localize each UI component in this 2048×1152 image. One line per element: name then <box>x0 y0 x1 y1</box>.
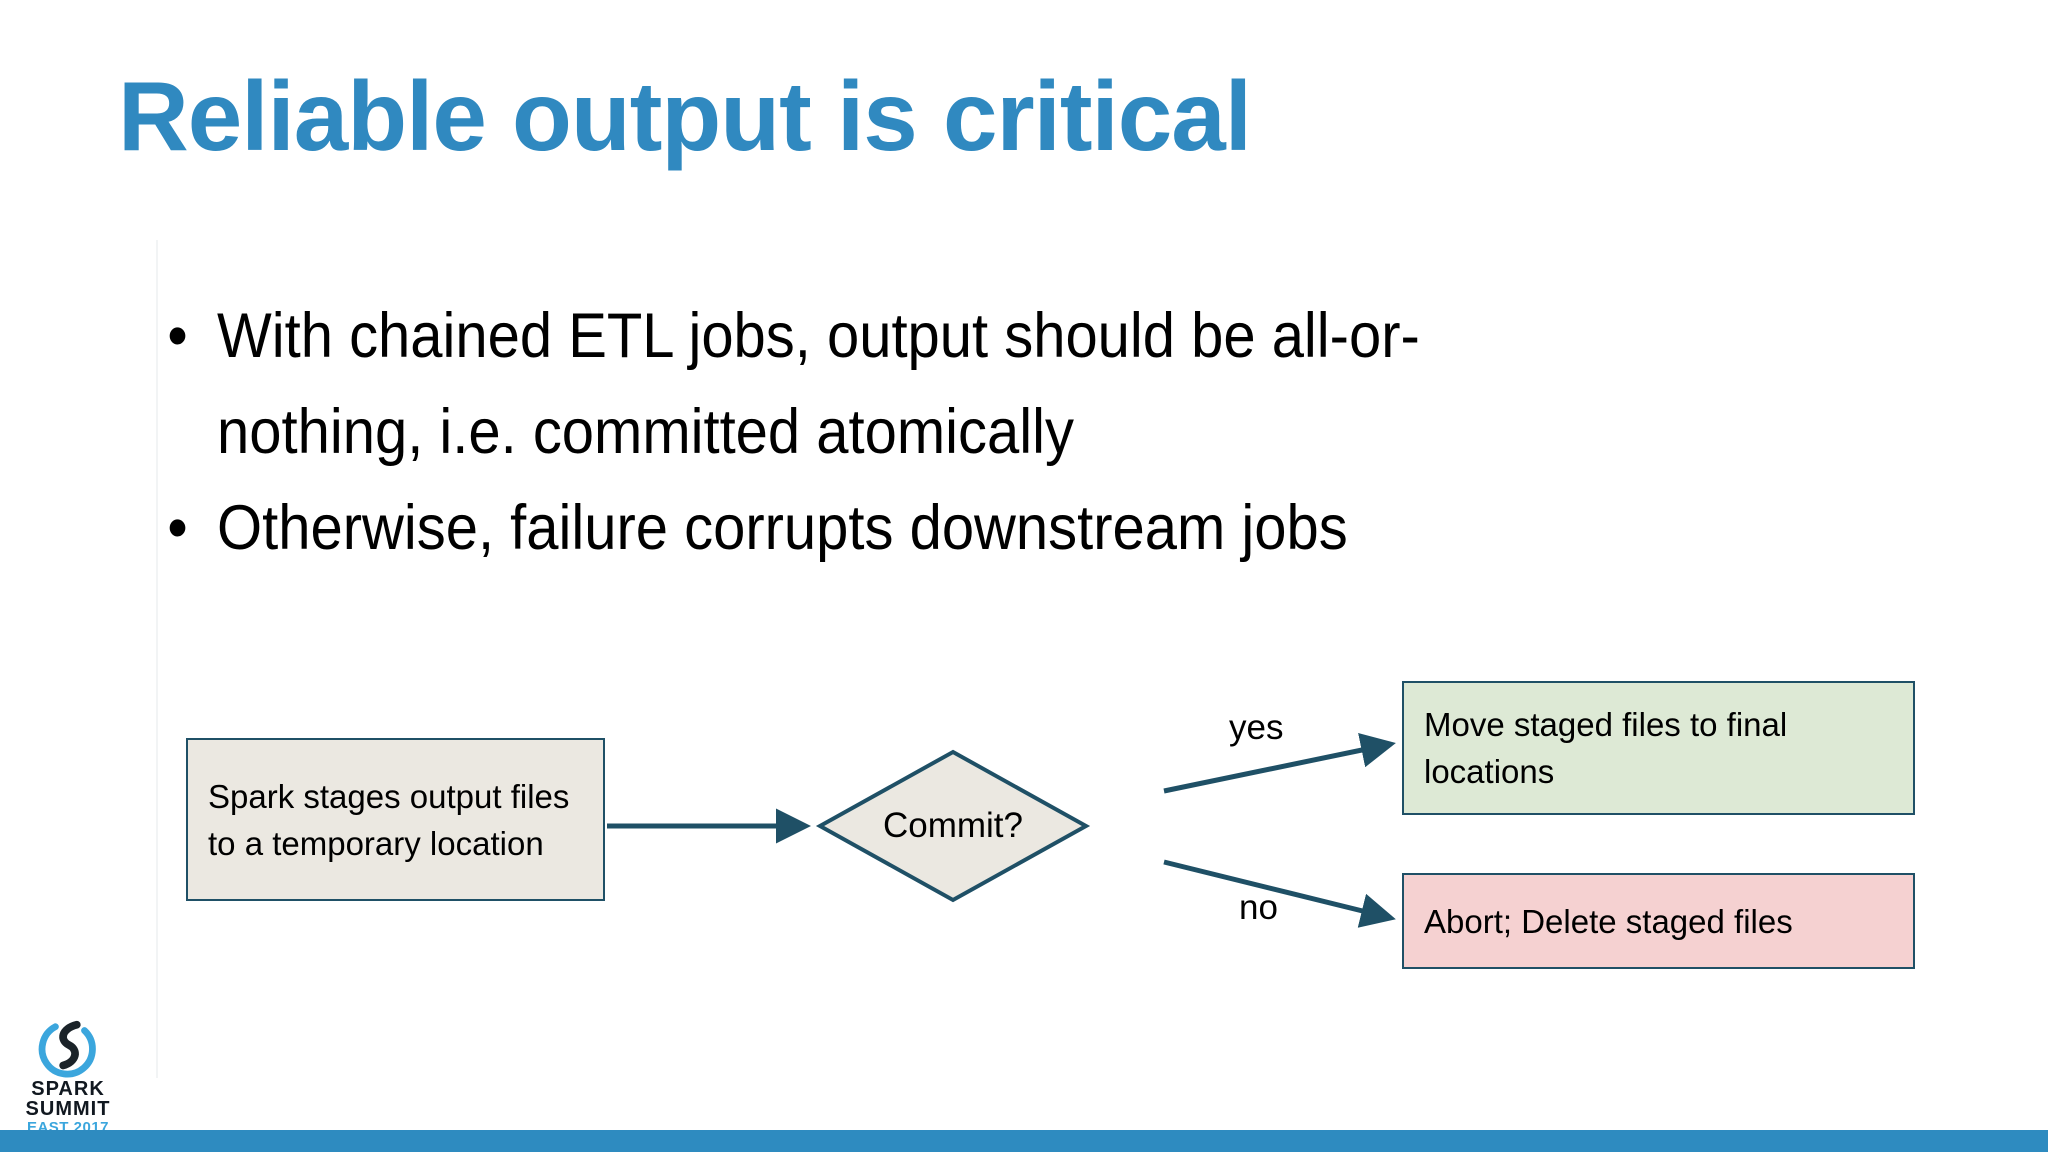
flow-node-commit-decision[interactable]: Commit? <box>815 749 1091 903</box>
flow-node-label: Commit? <box>882 806 1024 845</box>
edge-commit-to-abort <box>1163 859 1396 928</box>
flow-node-abort[interactable]: Abort; Delete staged files <box>1402 873 1915 969</box>
spark-summit-logo: SPARK SUMMIT EAST 2017 <box>16 1017 120 1136</box>
bullet-line: Otherwise, failure corrupts downstream j… <box>217 493 1348 563</box>
list-item: • With chained ETL jobs, output should b… <box>160 288 1816 480</box>
bullet-line: With chained ETL jobs, output should be … <box>217 301 1420 371</box>
list-item: • Otherwise, failure corrupts downstream… <box>160 480 1816 576</box>
bullet-text: Otherwise, failure corrupts downstream j… <box>217 480 1816 576</box>
flow-node-label: Abort; Delete staged files <box>1424 902 1793 940</box>
diamond-shape <box>815 749 1091 903</box>
edge-label-yes: yes <box>1229 708 1284 747</box>
content-area-guide <box>156 240 158 1078</box>
edge-label-no: no <box>1239 888 1278 927</box>
flow-node-stage-output[interactable]: Spark stages output files to a temporary… <box>186 738 605 901</box>
bottom-accent-bar <box>0 1130 2048 1152</box>
bullet-marker-icon: • <box>167 301 188 371</box>
logo-line-spark: SPARK <box>31 1078 105 1100</box>
edge-commit-to-move <box>1163 732 1396 794</box>
bullet-list: • With chained ETL jobs, output should b… <box>160 288 1960 576</box>
flow-node-label: Move staged files to final locations <box>1424 706 1788 790</box>
flow-node-label: Spark stages output files to a temporary… <box>208 777 570 862</box>
logo-line-summit: SUMMIT <box>25 1098 111 1120</box>
bullet-text: With chained ETL jobs, output should be … <box>217 288 1816 480</box>
flow-node-move-files[interactable]: Move staged files to final locations <box>1402 681 1915 815</box>
slide-title: Reliable output is critical <box>118 61 1252 171</box>
spark-spiral-icon <box>38 1020 96 1078</box>
logo-wordmark: SPARK SUMMIT EAST 2017 <box>16 1079 120 1137</box>
bullet-marker-icon: • <box>167 493 188 563</box>
bullet-line: nothing, i.e. committed atomically <box>217 397 1074 467</box>
